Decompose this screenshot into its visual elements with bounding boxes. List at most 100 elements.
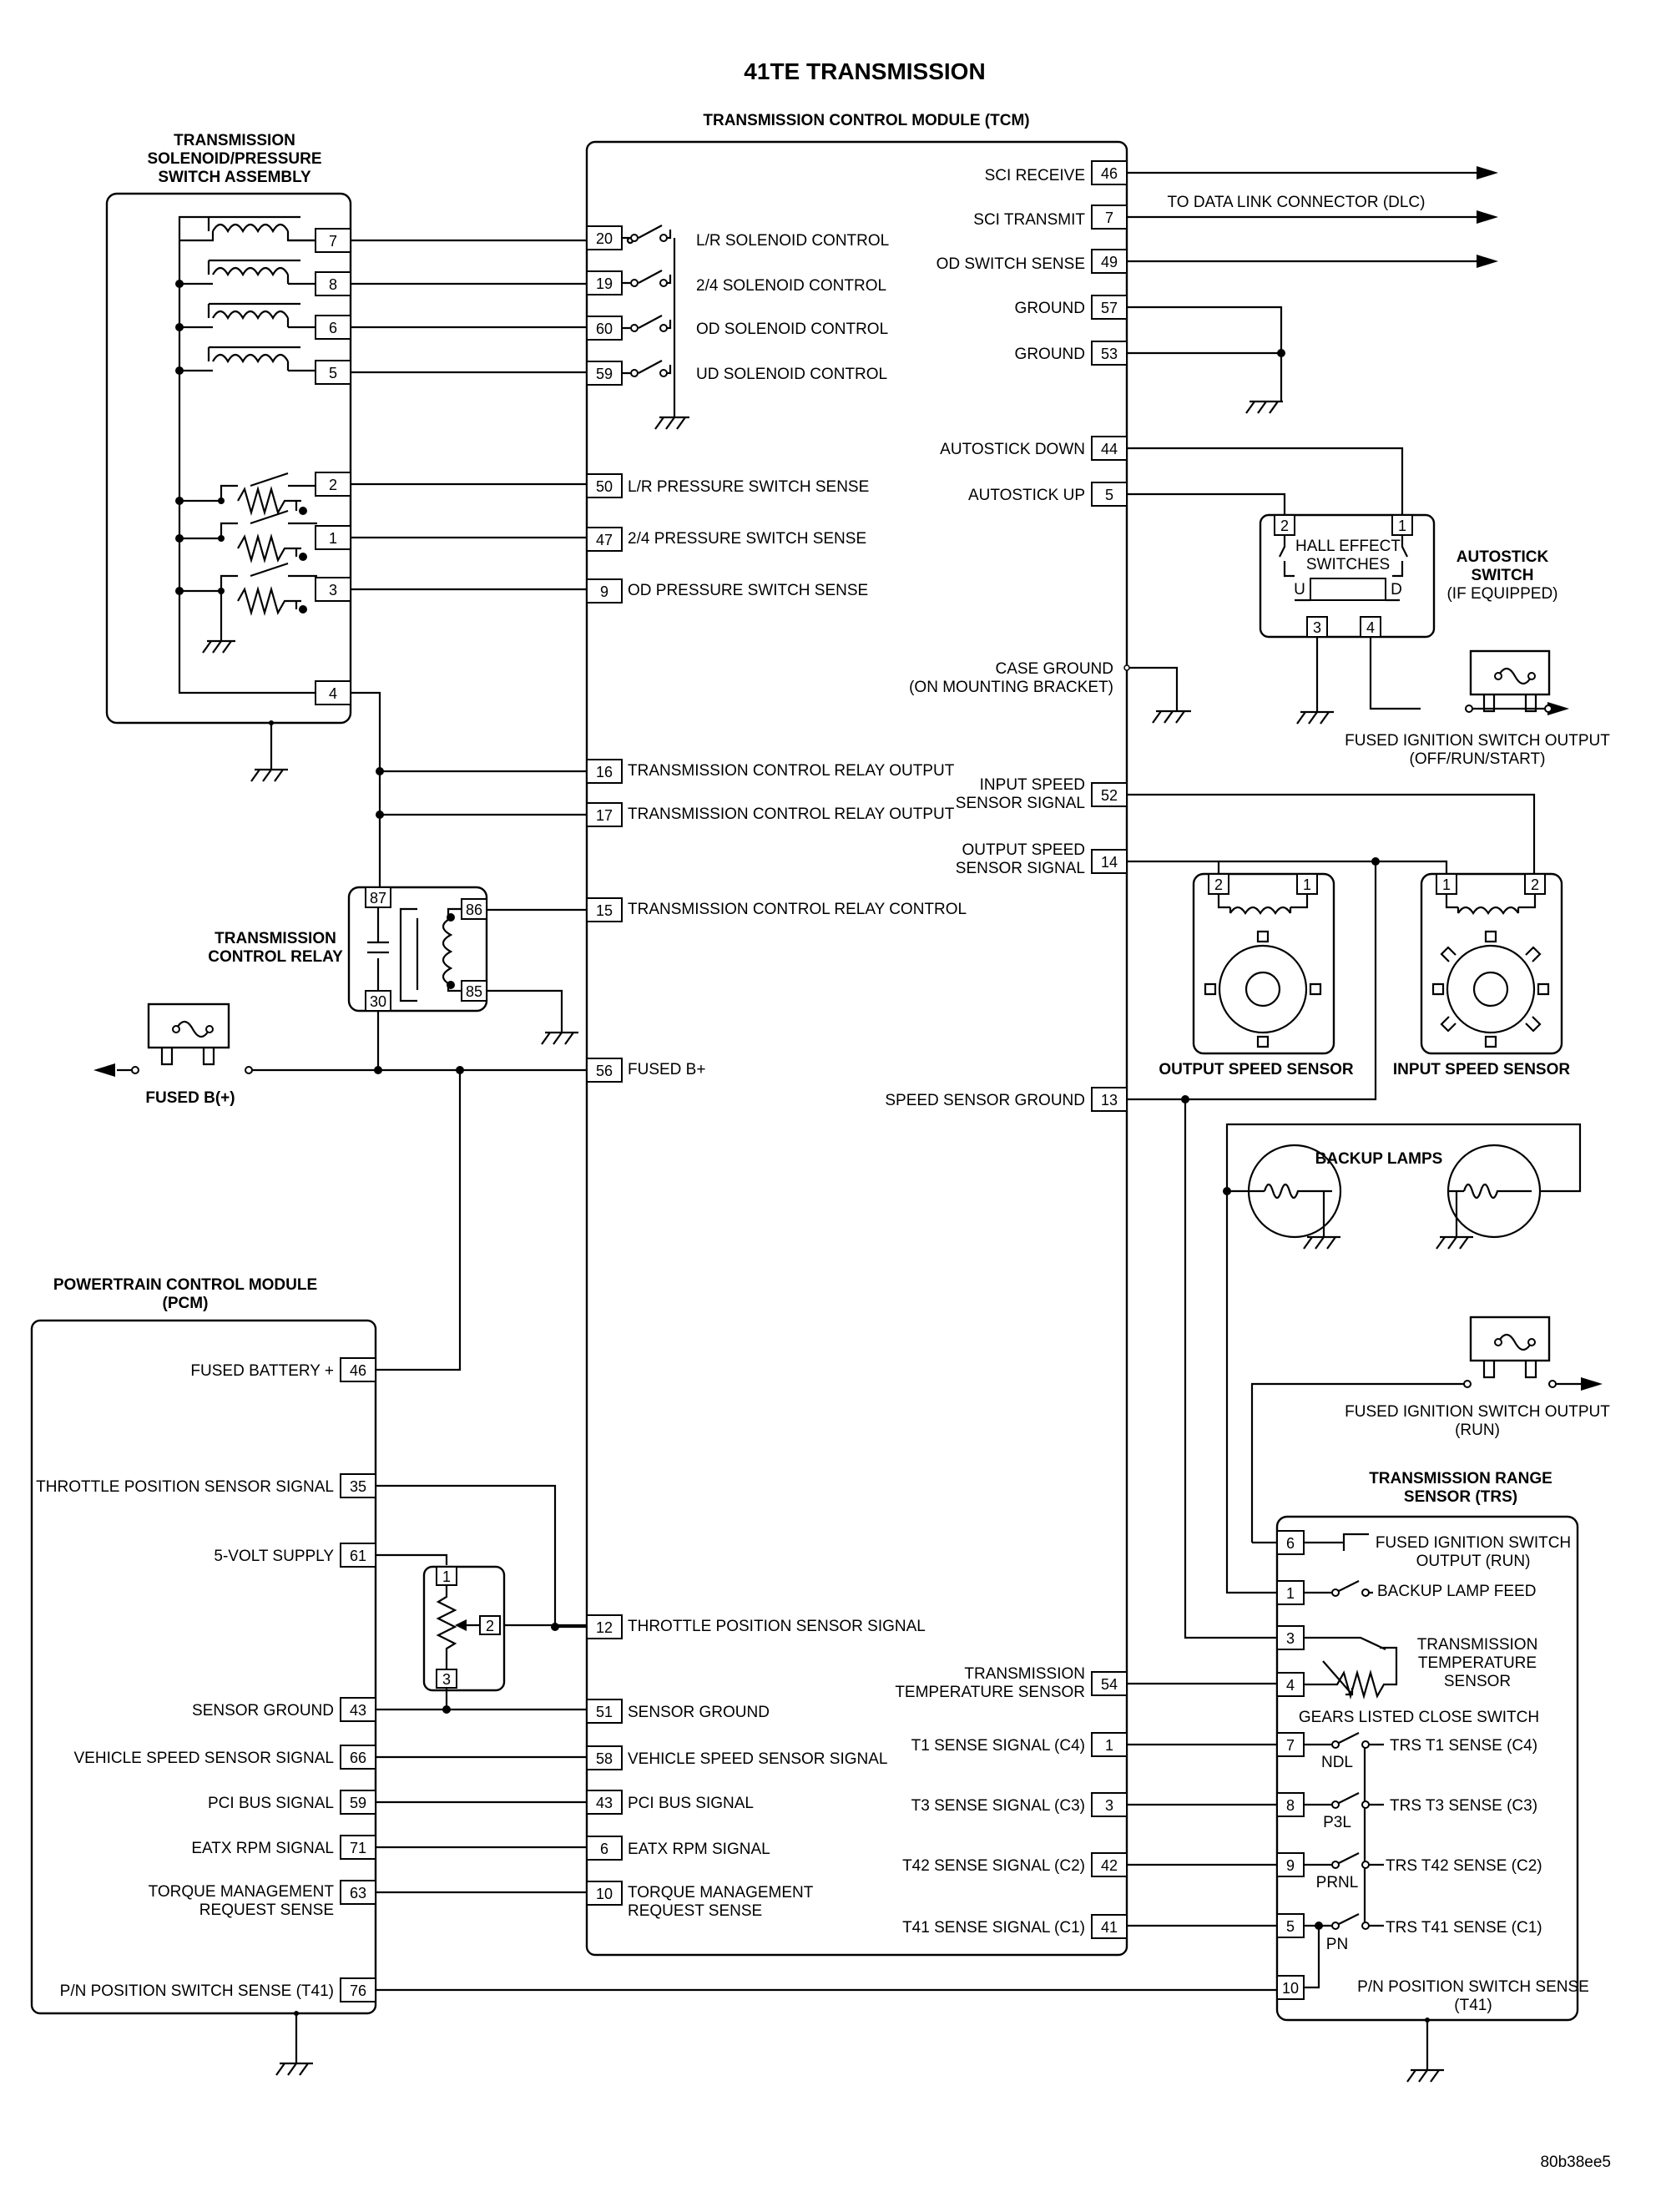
pcm-pin-59: 59 — [350, 1795, 366, 1811]
tcm-label-pci: PCI BUS SIGNAL — [628, 1795, 754, 1812]
tcm-label-od-solenoid: OD SOLENOID CONTROL — [696, 321, 888, 338]
trs-gears-note: GEARS LISTED CLOSE SWITCH — [1299, 1709, 1539, 1726]
solenoid-assembly-title-1: TRANSMISSION — [174, 132, 295, 149]
tcm-label-input-speed-1: INPUT SPEED — [980, 776, 1085, 794]
relay-pin-30: 30 — [370, 993, 386, 1010]
tcm-label-speed-ground: SPEED SENSOR GROUND — [885, 1092, 1085, 1109]
pcm-pin-71: 71 — [350, 1840, 366, 1856]
autostick-pin-2: 2 — [1280, 518, 1289, 534]
autostick-inner-1: HALL EFFECT — [1295, 538, 1401, 555]
relay-pin-87: 87 — [370, 890, 386, 907]
solenoid-wires — [351, 239, 587, 591]
trs-wires — [1127, 1099, 1277, 1927]
pcm-pin-61: 61 — [350, 1548, 366, 1564]
autostick-inner-2: SWITCHES — [1306, 556, 1390, 573]
tcm-label-trans-temp-1: TRANSMISSION — [964, 1665, 1085, 1683]
tcm-label-torque-2: REQUEST SENSE — [628, 1902, 762, 1920]
relay-title-1: TRANSMISSION — [215, 930, 336, 947]
relay-title-2: CONTROL RELAY — [208, 948, 343, 966]
speed-ground-junction — [1181, 1095, 1189, 1103]
solenoid-coils — [178, 215, 317, 372]
tcm-label-ground-1: GROUND — [1015, 300, 1085, 317]
tcm-label-relay-output-2: TRANSMISSION CONTROL RELAY OUTPUT — [628, 806, 955, 823]
trs-label-fused-1: FUSED IGNITION SWITCH — [1376, 1534, 1571, 1552]
tcm-label-t41-sense: T41 SENSE SIGNAL (C1) — [902, 1919, 1085, 1937]
autostick-pin-3: 3 — [1313, 619, 1321, 636]
tcm-label-eatx: EATX RPM SIGNAL — [628, 1841, 770, 1858]
tcm-pin-50: 50 — [596, 478, 613, 495]
tcm-label-tps-signal: THROTTLE POSITION SENSOR SIGNAL — [628, 1618, 926, 1635]
tcm-label-output-speed-1: OUTPUT SPEED — [962, 841, 1085, 859]
trs-switch-ndl: NDL — [1321, 1754, 1353, 1771]
solenoid-pin-6: 6 — [329, 320, 337, 336]
tcm-label-24-pressure: 2/4 PRESSURE SWITCH SENSE — [628, 530, 866, 548]
tcm-label-lr-solenoid: L/R SOLENOID CONTROL — [696, 232, 889, 250]
pcm-tcm-wires — [376, 1070, 1277, 1992]
input-sensor-pin-1: 1 — [1442, 876, 1451, 893]
tcm-label-fused-b: FUSED B+ — [628, 1061, 705, 1078]
tcm-pin-9: 9 — [600, 583, 608, 600]
autostick-title-3: (IF EQUIPPED) — [1446, 585, 1558, 603]
tcm-label-ud-solenoid: UD SOLENOID CONTROL — [696, 366, 887, 383]
pcm-pin-66: 66 — [350, 1750, 366, 1766]
run-fuse-label-2: (RUN) — [1455, 1422, 1500, 1439]
tcm-label-ground-2: GROUND — [1015, 346, 1085, 363]
tcm-left-pins: 20 L/R SOLENOID CONTROL 19 2/4 SOLENOID … — [586, 225, 967, 1920]
tcm-label-case-ground-1: CASE GROUND — [996, 660, 1113, 678]
autostick-pin-1: 1 — [1398, 518, 1406, 534]
tps-pin-3: 3 — [442, 1671, 451, 1688]
tcm-pin-43: 43 — [596, 1795, 613, 1811]
tcm-label-sensor-ground: SENSOR GROUND — [628, 1704, 770, 1721]
pcm-label-sensor-ground: SENSOR GROUND — [192, 1702, 334, 1720]
throttle-position-sensor: 1 2 3 — [422, 1565, 587, 1714]
power-pin-4: 4 — [329, 685, 337, 702]
tcm-label-24-solenoid: 2/4 SOLENOID CONTROL — [696, 277, 886, 295]
autostick-switch: 2 1 3 4 HALL EFFECT SWITCHES U D AUTOSTI… — [1259, 513, 1558, 725]
pcm-label-vss: VEHICLE SPEED SENSOR SIGNAL — [74, 1750, 335, 1767]
tcm-label-sci-receive: SCI RECEIVE — [985, 167, 1085, 184]
tcm-pin-58: 58 — [596, 1750, 613, 1767]
autostick-fuse-label-1: FUSED IGNITION SWITCH OUTPUT — [1345, 732, 1610, 750]
trs-label-pn-2: (T41) — [1454, 1997, 1492, 2014]
tcm-pin-17: 17 — [596, 807, 613, 824]
tcm-pin-53: 53 — [1101, 346, 1118, 362]
tcm-pin-54: 54 — [1101, 1676, 1118, 1693]
tcm-label-torque-1: TORQUE MANAGEMENT — [628, 1884, 814, 1901]
backup-lamps: BACKUP LAMPS — [1223, 1123, 1582, 1250]
run-fuse: FUSED IGNITION SWITCH OUTPUT (RUN) — [1250, 1316, 1610, 1543]
autostick-wires — [1127, 447, 1404, 515]
solenoid-pin-8: 8 — [329, 276, 337, 293]
case-ground — [1123, 664, 1191, 724]
autostick-pin-4: 4 — [1366, 619, 1375, 636]
tcm-pin-46: 46 — [1101, 165, 1118, 182]
trs-label-t42: TRS T42 SENSE (C2) — [1386, 1857, 1542, 1875]
tcm-pin-3: 3 — [1105, 1797, 1113, 1814]
tcm-label-relay-control: TRANSMISSION CONTROL RELAY CONTROL — [628, 901, 967, 918]
pcm-label-pn: P/N POSITION SWITCH SENSE (T41) — [60, 1982, 334, 2000]
trs-label-backup-feed: BACKUP LAMP FEED — [1377, 1583, 1536, 1600]
tcm-pin-56: 56 — [596, 1063, 613, 1079]
trs-switch-p3l: P3L — [1323, 1814, 1351, 1831]
autostick-d: D — [1391, 581, 1402, 598]
pcm-label-torque-1: TORQUE MANAGEMENT — [149, 1883, 335, 1901]
tcm-label-lr-pressure: L/R PRESSURE SWITCH SENSE — [628, 478, 869, 496]
trs-pin-3: 3 — [1286, 1630, 1295, 1647]
trs-switch-prnl: PRNL — [1316, 1874, 1359, 1891]
output-speed-sensor-title: OUTPUT SPEED SENSOR — [1159, 1061, 1354, 1078]
trs-pin-9: 9 — [1286, 1857, 1295, 1874]
tcm-pin-16: 16 — [596, 764, 613, 780]
powertrain-control-module: POWERTRAIN CONTROL MODULE (PCM) 46 FUSED… — [30, 1276, 377, 2076]
tcm-pin-49: 49 — [1101, 254, 1118, 270]
fused-b-plus: FUSED B(+) — [93, 1002, 587, 1107]
solenoid-assembly-title-2: SOLENOID/PRESSURE — [147, 150, 321, 168]
tcm-label-vss: VEHICLE SPEED SENSOR SIGNAL — [628, 1750, 888, 1768]
solenoid-pin-5: 5 — [329, 365, 337, 381]
switch-pin-2: 2 — [329, 477, 337, 493]
tcm-label-case-ground-2: (ON MOUNTING BRACKET) — [909, 679, 1113, 696]
pcm-label-fused-battery: FUSED BATTERY + — [190, 1362, 334, 1380]
autostick-box — [1259, 513, 1436, 639]
trs-pin-1: 1 — [1286, 1585, 1295, 1602]
pressure-switches — [175, 280, 317, 694]
trs-label-temp-2: TEMPERATURE — [1418, 1654, 1537, 1672]
pcm-title-1: POWERTRAIN CONTROL MODULE — [53, 1276, 317, 1294]
